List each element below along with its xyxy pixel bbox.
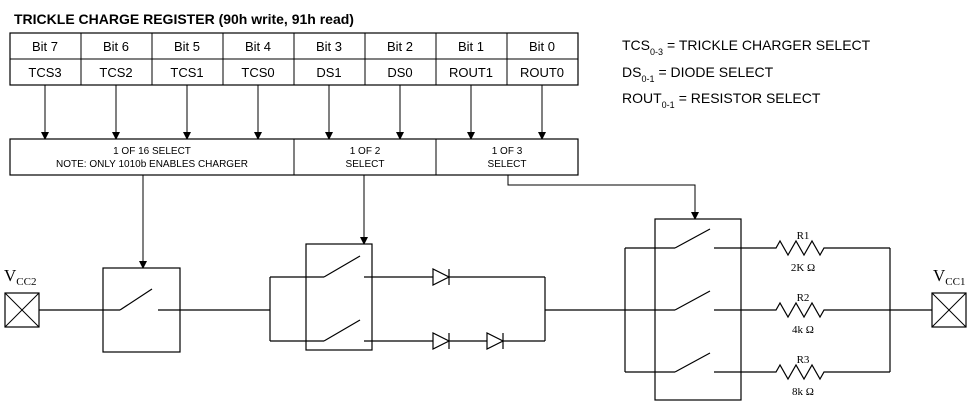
vcc1-terminal: VCC1 [931,266,967,328]
legend-item: ROUT0-1= RESISTOR SELECT [622,90,821,110]
legend-item: DS0-1= DIODE SELECT [622,64,774,84]
resistor-r3-name: R3 [797,354,810,366]
ds-select-label-2: SELECT [346,159,385,170]
bit-name: ROUT0 [520,65,564,80]
tcs-select-note: NOTE: ONLY 1010b ENABLES CHARGER [56,159,248,170]
bit-name: ROUT1 [449,65,493,80]
diode-select-switch [269,243,433,351]
bit-label: Bit 7 [32,39,58,54]
selector-row: 1 OF 16 SELECT NOTE: ONLY 1010b ENABLES … [9,138,579,176]
svg-text:VCC1: VCC1 [933,266,965,288]
diode-path-1 [432,268,545,286]
resistor-select-switch [624,218,770,401]
bit-label: Bit 0 [529,39,555,54]
register-table: Bit 7 Bit 6 Bit 5 Bit 4 Bit 3 Bit 2 Bit … [9,32,579,86]
ds-select-label: 1 OF 2 [350,146,381,157]
resistor-r2-name: R2 [797,292,810,304]
legend-item: TCS0-3= TRICKLE CHARGER SELECT [622,37,871,57]
legend: TCS0-3= TRICKLE CHARGER SELECT DS0-1= DI… [622,37,871,110]
resistor-r1: R1 2K Ω [770,230,890,274]
bit-name: TCS2 [99,65,132,80]
bit-name: DS1 [316,65,341,80]
bit-name: TCS3 [28,65,61,80]
resistor-r3-value: 8k Ω [792,386,814,398]
charger-enable-switch [102,267,181,353]
bit-label: Bit 3 [316,39,342,54]
diode-path-2 [432,332,545,350]
bit-label: Bit 1 [458,39,484,54]
resistor-r3: R3 8k Ω [770,354,890,398]
svg-text:VCC2: VCC2 [4,266,36,288]
control-lines [139,175,699,269]
bit-name: TCS0 [241,65,274,80]
bit-label: Bit 4 [245,39,271,54]
resistor-r1-value: 2K Ω [791,262,815,274]
bit-name: DS0 [387,65,412,80]
bit-name: TCS1 [170,65,203,80]
register-title: TRICKLE CHARGE REGISTER (90h write, 91h … [14,11,354,27]
tcs-select-label: 1 OF 16 SELECT [113,146,191,157]
bit-label: Bit 5 [174,39,200,54]
resistor-r2-value: 4k Ω [792,324,814,336]
bit-label: Bit 2 [387,39,413,54]
bit-label: Bit 6 [103,39,129,54]
register-arrows [41,85,546,140]
vcc2-terminal: VCC2 [4,266,40,328]
resistor-r1-name: R1 [797,230,810,242]
rout-select-label: 1 OF 3 [492,146,523,157]
resistor-r2: R2 4k Ω [770,292,890,336]
rout-select-label-2: SELECT [488,159,527,170]
